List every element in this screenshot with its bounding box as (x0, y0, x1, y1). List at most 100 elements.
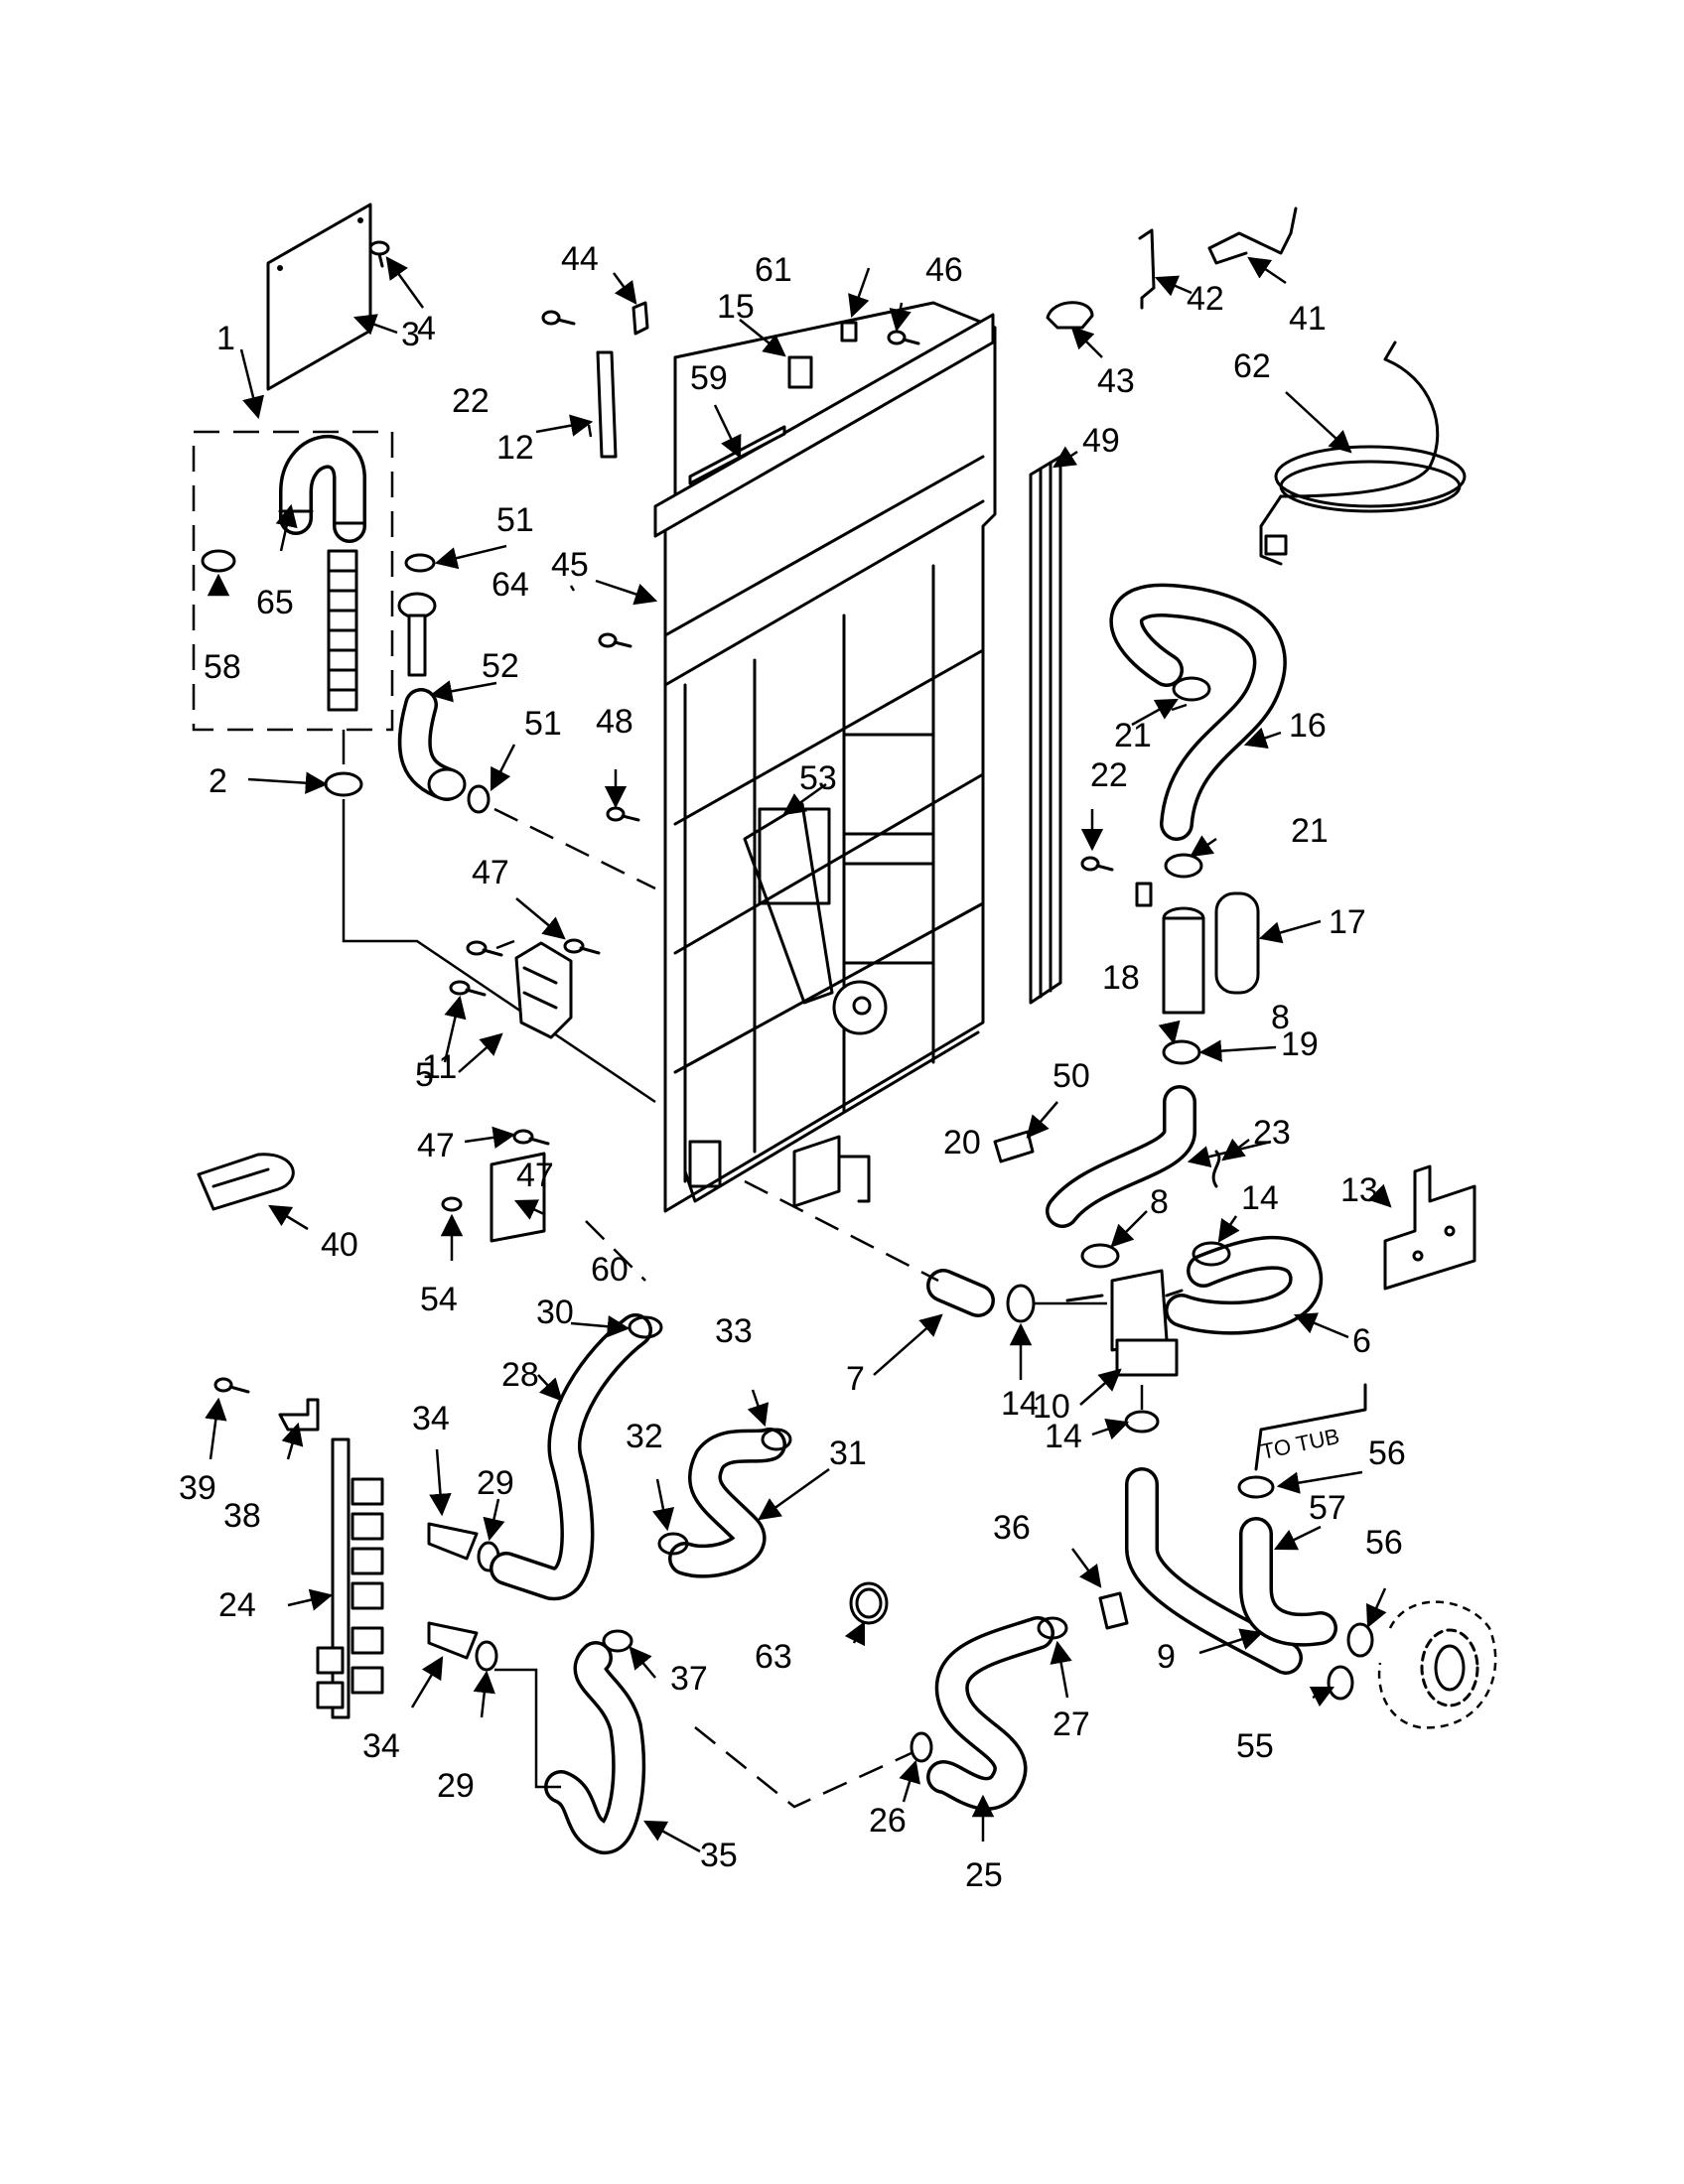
top-flange-part (653, 313, 995, 538)
callout-46: 46 (925, 251, 963, 289)
callout-45: 45 (551, 546, 589, 584)
callout-51a: 51 (496, 501, 534, 539)
callout-54: 54 (420, 1281, 458, 1318)
callout-52: 52 (482, 647, 519, 685)
callout-22a: 22 (452, 382, 490, 420)
callout-3: 3 (401, 316, 420, 353)
clamp-part (1098, 1591, 1129, 1630)
callout-34a: 34 (412, 1400, 450, 1437)
hose-clamp-part (201, 549, 236, 573)
screw-part (606, 806, 640, 822)
washer-part (467, 784, 491, 814)
hose-part (668, 1428, 786, 1578)
callout-38: 38 (223, 1497, 261, 1535)
callout-59: 59 (690, 359, 728, 397)
screw-part (541, 310, 576, 326)
gasket-part (849, 1581, 889, 1625)
callout-30: 30 (536, 1294, 574, 1331)
hose-clamp-part (657, 1532, 689, 1556)
clip-part (632, 301, 649, 336)
pump-hose-part (1109, 583, 1287, 841)
callout-39: 39 (179, 1469, 216, 1507)
screw-part (598, 632, 632, 648)
callout-26: 26 (869, 1802, 907, 1840)
hose-clamp-part (1346, 1622, 1374, 1658)
hose-part (926, 1616, 1054, 1811)
callout-56b: 56 (1365, 1524, 1403, 1562)
callout-14b: 14 (1241, 1179, 1279, 1217)
clip-part (1046, 301, 1094, 330)
callout-14c: 14 (1045, 1418, 1082, 1455)
callout-11: 11 (422, 1048, 457, 1086)
drain-hose-kit-box (192, 430, 394, 732)
callout-42: 42 (1187, 280, 1224, 318)
clip-part (840, 321, 858, 342)
inlet-hose-part (397, 592, 467, 801)
callout-47a: 47 (472, 854, 509, 891)
callout-58: 58 (204, 648, 241, 686)
callout-9: 9 (1157, 1638, 1176, 1676)
callout-36: 36 (993, 1509, 1031, 1547)
callout-28: 28 (501, 1356, 539, 1394)
callout-31: 31 (829, 1434, 867, 1472)
hose-clamp-part (1124, 1410, 1160, 1433)
hose-clamp-part (910, 1731, 933, 1763)
callout-4: 4 (417, 310, 436, 347)
callout-56a: 56 (1368, 1434, 1406, 1472)
callout-2: 2 (209, 762, 227, 800)
callout-41: 41 (1289, 300, 1327, 338)
callout-16: 16 (1289, 707, 1327, 745)
callout-21a: 21 (1114, 717, 1152, 754)
hose-clamp-part (1327, 1665, 1354, 1701)
drain-hose-part (278, 435, 366, 712)
to-tub-note: TO TUB (1259, 1424, 1341, 1464)
callout-22b: 22 (1090, 756, 1128, 794)
screw-part (441, 1196, 463, 1212)
callout-57: 57 (1309, 1489, 1346, 1527)
callout-6: 6 (1352, 1322, 1371, 1360)
callout-33: 33 (715, 1312, 753, 1350)
callout-37: 37 (670, 1660, 708, 1698)
hose-clamp-part (1080, 1243, 1120, 1269)
callout-7: 7 (846, 1360, 865, 1398)
callout-1: 1 (216, 320, 235, 357)
callout-14a: 14 (1001, 1385, 1039, 1423)
callout-10: 10 (1033, 1388, 1070, 1426)
callout-18: 18 (1102, 959, 1140, 997)
screw-part (368, 240, 390, 268)
bracket-part (514, 941, 573, 1039)
callout-5: 5 (415, 1056, 434, 1094)
callout-32: 32 (626, 1418, 663, 1455)
callout-53: 53 (799, 759, 837, 797)
pump-part (1065, 1269, 1184, 1377)
screw-part (449, 980, 487, 997)
hose-clamp-part (324, 771, 363, 797)
callout-15: 15 (717, 288, 755, 326)
clip-part (787, 355, 813, 389)
hose-part (544, 1641, 646, 1854)
screw-part (466, 940, 503, 957)
hose-clamp-part (1172, 676, 1211, 702)
hose-clamp-part (1192, 1241, 1231, 1267)
hose-part (1046, 1085, 1196, 1228)
callout-62: 62 (1233, 347, 1271, 385)
clip-part (197, 1153, 295, 1211)
callout-19: 19 (1281, 1025, 1319, 1063)
callout-25: 25 (965, 1856, 1003, 1894)
callout-44: 44 (561, 240, 599, 278)
hose-clamp-part (1164, 853, 1203, 879)
bracket-part (1383, 1164, 1476, 1291)
callout-64: 64 (491, 566, 529, 604)
water-valve-part (316, 1437, 384, 1719)
pump-housing-part (1377, 1600, 1497, 1729)
screw-part (887, 330, 920, 345)
callout-63: 63 (755, 1638, 792, 1676)
hose-part (490, 1313, 652, 1600)
callout-43: 43 (1097, 362, 1135, 400)
callout-40: 40 (321, 1226, 358, 1264)
leader-arrows (205, 256, 1392, 1853)
clip-part (993, 1130, 1035, 1163)
callout-61: 61 (755, 251, 792, 289)
callout-60: 60 (591, 1251, 629, 1289)
